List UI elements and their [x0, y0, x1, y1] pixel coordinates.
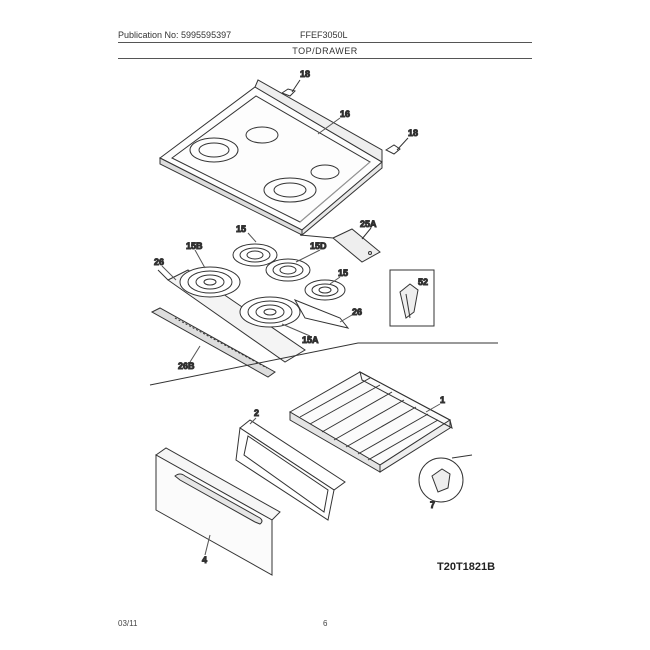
callout-18: 18 — [300, 69, 310, 79]
callout-26: 26 — [352, 307, 362, 317]
callout-15b: 15B — [186, 241, 203, 251]
footer-date: 03/11 — [118, 619, 138, 628]
page-number: 6 — [323, 619, 328, 628]
section-title: TOP/DRAWER — [292, 46, 358, 56]
callout-1: 1 — [440, 395, 445, 405]
cooktop-glass — [159, 79, 383, 237]
header-rule-top — [118, 42, 532, 43]
callout-52: 52 — [418, 277, 428, 287]
publication-number: Publication No: 5995595397 — [118, 30, 232, 40]
drawer-front-panel — [155, 447, 281, 576]
callout-16: 16 — [340, 109, 350, 119]
burner-element — [265, 258, 311, 282]
header-rule-bottom — [118, 58, 532, 59]
clip-bracket — [384, 137, 409, 155]
figure-id: T20T1821B — [437, 561, 496, 573]
callout-2: 2 — [254, 408, 259, 418]
burner-element — [239, 296, 301, 328]
burner-element — [232, 243, 278, 267]
callout-7: 7 — [430, 500, 435, 510]
callout-15a: 15A — [302, 335, 319, 345]
storage-drawer — [289, 371, 453, 473]
callout-leaders — [161, 117, 441, 556]
callout-25a: 25A — [360, 219, 377, 229]
trim-strip — [150, 307, 276, 378]
mounting-bracket — [299, 227, 381, 263]
callout-26b: 26B — [178, 361, 195, 371]
inset-circle — [418, 454, 473, 503]
drawer-frame — [235, 419, 346, 521]
clip-bracket — [280, 79, 301, 97]
burner-element — [179, 266, 241, 298]
callout-15: 15 — [236, 224, 246, 234]
model-number: FFEF3050L — [300, 30, 348, 40]
callout-26: 26 — [154, 257, 164, 267]
callout-15: 15 — [338, 268, 348, 278]
callout-4: 4 — [202, 555, 207, 565]
inset-box — [389, 269, 435, 327]
callout-15d: 15D — [310, 241, 327, 251]
section-divider — [149, 342, 498, 386]
callout-18: 18 — [408, 128, 418, 138]
burner-element — [304, 279, 346, 301]
